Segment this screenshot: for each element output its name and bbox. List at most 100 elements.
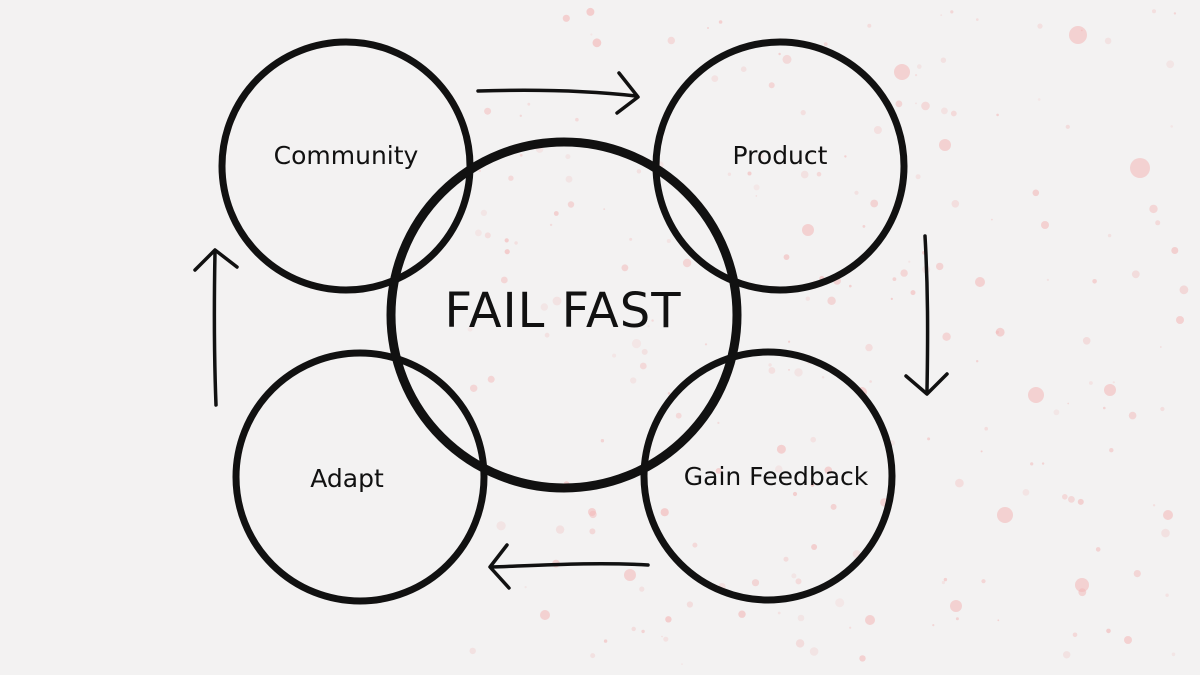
splatter-dot: [788, 340, 791, 343]
splatter-dot: [1159, 346, 1162, 348]
splatter-dot: [811, 544, 818, 550]
splatter-dot: [824, 466, 833, 475]
splatter-dot: [1107, 233, 1112, 238]
splatter-dot: [805, 296, 810, 301]
splatter-dot: [592, 38, 602, 48]
splatter-dot: [553, 211, 559, 216]
splatter-dot: [1171, 652, 1176, 657]
splatter-dot: [641, 348, 648, 355]
splatter-dot: [1179, 285, 1189, 295]
splatter-dot: [470, 384, 478, 392]
splatter-dot: [873, 126, 882, 134]
splatter-dot: [984, 426, 988, 431]
splatter-dot: [1041, 462, 1045, 465]
splatter-dot: [942, 332, 951, 341]
splatter-dot: [810, 483, 815, 487]
splatter-dot: [991, 218, 993, 221]
splatter-dot: [496, 521, 506, 531]
splatter-dot: [631, 626, 636, 632]
splatter-dot: [1152, 9, 1156, 14]
splatter-dot: [590, 653, 596, 659]
splatter-dot: [1089, 381, 1093, 385]
splatter-dot: [788, 369, 790, 371]
splatter-dot: [508, 175, 514, 181]
splatter-dot: [469, 647, 476, 655]
splatter-dot: [1095, 547, 1101, 552]
splatter-dot: [783, 254, 790, 260]
splatter-dot: [951, 200, 960, 208]
splatter-dot: [751, 579, 760, 587]
background-splatter: [467, 7, 1189, 665]
node-label-product: Product: [733, 141, 828, 170]
splatter-dot: [589, 528, 596, 535]
splatter-dot: [768, 363, 772, 367]
splatter-dot: [527, 102, 531, 106]
splatter-dot: [890, 297, 893, 300]
splatter-dot: [1109, 448, 1114, 453]
splatter-dot: [667, 392, 671, 395]
splatter-dot: [809, 647, 819, 656]
splatter-dot: [835, 598, 845, 608]
splatter-blob: [1163, 510, 1173, 520]
splatter-dot: [932, 624, 935, 627]
splatter-dot: [711, 75, 719, 82]
splatter-dot: [1155, 220, 1161, 226]
splatter-dot: [1072, 632, 1078, 638]
splatter-dot: [621, 264, 629, 272]
center-label: FAIL FAST: [444, 283, 681, 339]
splatter-dot: [798, 158, 803, 163]
splatter-dot: [524, 586, 527, 589]
splatter-dot: [950, 110, 957, 117]
splatter-dot: [715, 468, 722, 474]
splatter-dot: [955, 478, 964, 488]
splatter-dot: [636, 169, 642, 174]
splatter-dot: [717, 421, 720, 424]
center-circle: [386, 137, 742, 493]
splatter-dot: [778, 52, 781, 56]
splatter-dot: [783, 556, 789, 562]
splatter-blob: [1124, 636, 1132, 644]
splatter-dot: [727, 172, 732, 176]
splatter-dot: [647, 325, 650, 328]
splatter-dot: [681, 663, 683, 665]
splatter-dot: [797, 614, 805, 622]
splatter-dot: [1131, 270, 1140, 279]
splatter-dot: [1068, 496, 1075, 503]
splatter-dot: [917, 64, 922, 69]
splatter-blob: [975, 277, 985, 287]
splatter-blob: [624, 569, 636, 581]
splatter-dot: [641, 629, 645, 634]
splatter-dot: [849, 626, 852, 629]
splatter-dot: [639, 586, 645, 592]
splatter-blob: [1130, 158, 1150, 178]
splatter-dot: [1166, 60, 1175, 69]
splatter-dot: [776, 444, 786, 454]
splatter-dot: [996, 113, 999, 117]
node-adapt-circle: [232, 349, 488, 605]
splatter-dot: [707, 27, 709, 29]
splatter-dot: [718, 20, 723, 24]
splatter-dot: [504, 238, 509, 243]
splatter-dot: [747, 171, 752, 176]
splatter-dot: [768, 82, 775, 89]
splatter-dot: [484, 232, 491, 239]
splatter-dot: [500, 276, 508, 284]
node-label-adapt: Adapt: [310, 464, 384, 493]
splatter-dot: [940, 57, 947, 63]
splatter-dot: [504, 249, 510, 255]
splatter-dot: [1063, 651, 1071, 659]
splatter-dot: [567, 201, 575, 208]
splatter-dot: [661, 635, 663, 638]
splatter-dot: [484, 107, 492, 115]
splatter-dot: [915, 174, 921, 180]
splatter-dot: [775, 465, 783, 473]
splatter-dot: [950, 10, 954, 14]
splatter-dot: [1062, 494, 1068, 500]
splatter-dot: [997, 619, 1000, 622]
splatter-dot: [565, 154, 571, 160]
splatter-dot: [1077, 498, 1084, 505]
splatter-dot: [475, 229, 482, 237]
splatter-dot: [1173, 12, 1177, 15]
splatter-blob: [540, 610, 550, 620]
splatter-dot: [943, 577, 948, 582]
